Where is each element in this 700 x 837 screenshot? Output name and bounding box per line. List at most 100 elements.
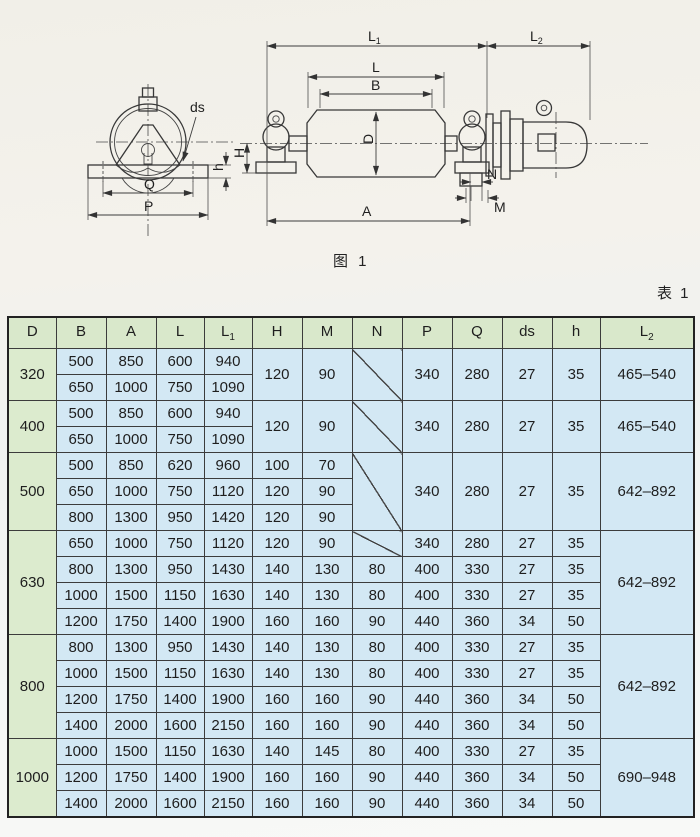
table-cell: 90 bbox=[301, 348, 353, 401]
table-cell: 340 bbox=[401, 348, 453, 401]
table-cell: 280 bbox=[451, 348, 503, 401]
table-cell: 750 bbox=[155, 374, 205, 401]
table-cell: 330 bbox=[451, 634, 503, 661]
table-cell: 27 bbox=[501, 556, 553, 583]
table-cell: 1750 bbox=[105, 686, 157, 713]
table-cell: 280 bbox=[451, 452, 503, 531]
table-cell: 160 bbox=[251, 764, 303, 791]
table-cell: 120 bbox=[251, 504, 303, 531]
table-cell: 1150 bbox=[155, 582, 205, 609]
col-header-b: B bbox=[55, 316, 107, 349]
table-cell: 950 bbox=[155, 556, 205, 583]
table-cell: 642–892 bbox=[599, 530, 695, 635]
table-cell: 400 bbox=[401, 738, 453, 765]
table-cell: 1630 bbox=[203, 582, 253, 609]
table-cell: 650 bbox=[55, 426, 107, 453]
table-cell: 90 bbox=[351, 608, 403, 635]
table-cell: 1300 bbox=[105, 556, 157, 583]
col-header-h-cap: H bbox=[251, 316, 303, 349]
table-cell: 80 bbox=[351, 634, 403, 661]
table-cell: 1500 bbox=[105, 582, 157, 609]
table-cell: 1600 bbox=[155, 712, 205, 739]
table-cell: 750 bbox=[155, 478, 205, 505]
table-cell: 440 bbox=[401, 764, 453, 791]
table-cell: 140 bbox=[251, 556, 303, 583]
table-cell: 35 bbox=[551, 660, 601, 687]
table-cell: 1000 bbox=[105, 530, 157, 557]
table-cell: 642–892 bbox=[599, 452, 695, 531]
table-cell: 145 bbox=[301, 738, 353, 765]
col-header-l1: L1 bbox=[203, 316, 253, 349]
table-cell: 500 bbox=[55, 400, 107, 427]
table-cell: 1420 bbox=[203, 504, 253, 531]
table-cell: 27 bbox=[501, 530, 553, 557]
table-cell: 440 bbox=[401, 712, 453, 739]
front-view: H D L B bbox=[231, 28, 648, 226]
table-cell: 27 bbox=[501, 348, 553, 401]
table-cell: 80 bbox=[351, 738, 403, 765]
table-cell: 35 bbox=[551, 400, 601, 453]
table-cell: 120 bbox=[251, 400, 303, 453]
col-header-a: A bbox=[105, 316, 157, 349]
col-header-d: D bbox=[7, 316, 57, 349]
table-cell: 280 bbox=[451, 530, 503, 557]
table-cell: 400 bbox=[401, 582, 453, 609]
table-cell: 90 bbox=[301, 400, 353, 453]
dim-label-b: B bbox=[371, 77, 380, 93]
dim-label-ds: ds bbox=[190, 99, 205, 115]
table-cell: 1090 bbox=[203, 374, 253, 401]
table-cell: 1000 bbox=[105, 374, 157, 401]
table-cell: 34 bbox=[501, 790, 553, 818]
dim-label-m: M bbox=[494, 199, 506, 215]
table-cell: 400 bbox=[401, 556, 453, 583]
dim-label-l: L bbox=[372, 59, 380, 75]
table-cell: 27 bbox=[501, 738, 553, 765]
table-cell: 800 bbox=[55, 634, 107, 661]
table-cell: 1000 bbox=[105, 478, 157, 505]
table-cell: 27 bbox=[501, 400, 553, 453]
col-header-l2: L2 bbox=[599, 316, 695, 349]
table-cell: 600 bbox=[155, 348, 205, 375]
table-cell: 1300 bbox=[105, 504, 157, 531]
table-cell: 50 bbox=[551, 608, 601, 635]
table-cell bbox=[351, 400, 403, 453]
table-cell: 1200 bbox=[55, 686, 107, 713]
dim-label-q: Q bbox=[144, 176, 155, 192]
table-cell bbox=[351, 530, 403, 557]
table-cell: 800 bbox=[55, 504, 107, 531]
d-value-cell: 1000 bbox=[7, 738, 57, 818]
table-cell: 140 bbox=[251, 582, 303, 609]
table-cell: 160 bbox=[301, 608, 353, 635]
table-cell: 340 bbox=[401, 452, 453, 531]
table-cell: 35 bbox=[551, 738, 601, 765]
table-cell: 90 bbox=[351, 790, 403, 818]
table-cell: 90 bbox=[301, 478, 353, 505]
table-cell: 34 bbox=[501, 608, 553, 635]
table-cell: 1500 bbox=[105, 660, 157, 687]
table-cell: 280 bbox=[451, 400, 503, 453]
table-cell: 140 bbox=[251, 738, 303, 765]
table-cell: 34 bbox=[501, 764, 553, 791]
table-cell: 130 bbox=[301, 634, 353, 661]
header-row: D B A L L1 H M N P Q ds h L2 bbox=[7, 316, 695, 349]
table-cell: 960 bbox=[203, 452, 253, 479]
table-cell bbox=[351, 452, 403, 531]
table-cell: 120 bbox=[251, 348, 303, 401]
table-cell: 1750 bbox=[105, 608, 157, 635]
table-cell: 330 bbox=[451, 582, 503, 609]
table-cell: 1600 bbox=[155, 790, 205, 818]
table-cell: 90 bbox=[351, 686, 403, 713]
table-cell: 1400 bbox=[155, 764, 205, 791]
table-cell: 1120 bbox=[203, 478, 253, 505]
table-cell: 130 bbox=[301, 556, 353, 583]
table-cell: 950 bbox=[155, 504, 205, 531]
col-header-m: M bbox=[301, 316, 353, 349]
table-cell: 27 bbox=[501, 660, 553, 687]
table-cell: 940 bbox=[203, 400, 253, 427]
